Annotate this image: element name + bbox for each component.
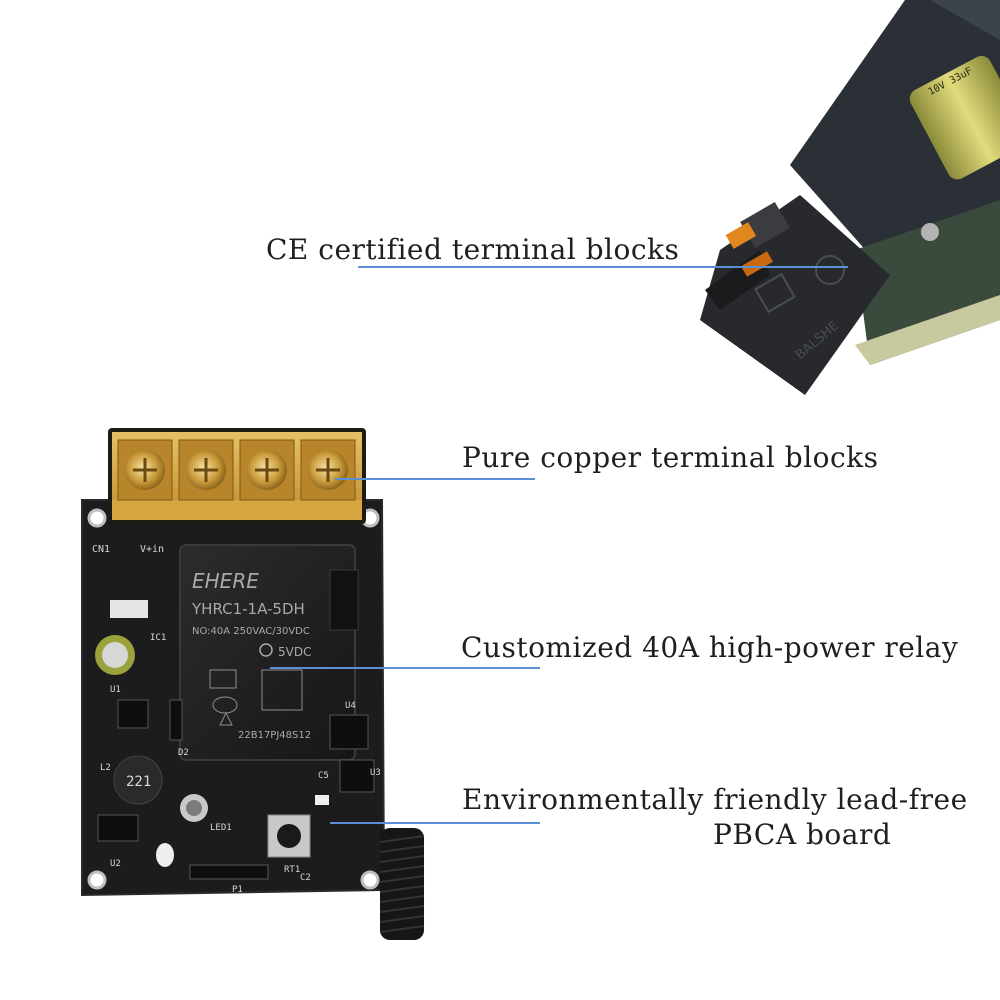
svg-text:CN1: CN1 bbox=[92, 544, 110, 555]
chip bbox=[329, 714, 369, 750]
svg-text:U4: U4 bbox=[345, 701, 356, 711]
inductor: 221 bbox=[113, 755, 163, 805]
svg-text:U3: U3 bbox=[370, 768, 381, 778]
leader-line bbox=[270, 667, 540, 669]
terminal-block bbox=[108, 428, 366, 524]
leader-line bbox=[330, 822, 540, 824]
svg-text:L2: L2 bbox=[100, 763, 111, 773]
svg-text:U2: U2 bbox=[110, 859, 121, 869]
svg-text:V+in: V+in bbox=[140, 544, 164, 555]
relay: EHERE YHRC1-1A-5DH NO:40A 250VAC/30VDC 5… bbox=[179, 544, 359, 761]
svg-text:P1: P1 bbox=[232, 885, 243, 895]
svg-text:221: 221 bbox=[126, 774, 151, 790]
svg-text:RT1: RT1 bbox=[284, 865, 300, 875]
potentiometer bbox=[110, 600, 148, 618]
leader-line bbox=[335, 478, 535, 480]
svg-text:C5: C5 bbox=[318, 771, 329, 781]
callout-relay: Customized 40A high-power relay bbox=[461, 631, 959, 664]
capacitor bbox=[95, 635, 135, 675]
led bbox=[156, 843, 174, 867]
svg-text:LED1: LED1 bbox=[210, 823, 232, 833]
callout-pbca-board: PBCA board bbox=[713, 818, 892, 851]
pcb-board: CN1 V+in EHERE YHRC1-1A-5DH NO:40A 250VA… bbox=[81, 428, 425, 940]
leader-line bbox=[358, 266, 848, 268]
tactile-switch bbox=[267, 814, 311, 858]
chip bbox=[339, 759, 375, 793]
relay-coil: 5VDC bbox=[278, 645, 311, 659]
relay-model: YHRC1-1A-5DH bbox=[191, 600, 305, 618]
relay-batch: 22B17PJ48S12 bbox=[238, 730, 311, 741]
svg-text:U1: U1 bbox=[110, 685, 121, 695]
callout-ce-certified: CE certified terminal blocks bbox=[266, 233, 680, 266]
relay-brand: EHERE bbox=[192, 569, 259, 593]
relay-rating: NO:40A 250VAC/30VDC bbox=[192, 626, 310, 637]
svg-text:C2: C2 bbox=[300, 873, 311, 883]
callout-pure-copper: Pure copper terminal blocks bbox=[462, 441, 879, 474]
antenna-coil bbox=[379, 828, 425, 940]
svg-text:IC1: IC1 bbox=[150, 633, 166, 643]
callout-lead-free: Environmentally friendly lead-free bbox=[462, 783, 968, 816]
svg-text:D2: D2 bbox=[178, 748, 189, 758]
closeup-image: 10V 33uF BALSHE bbox=[700, 0, 1000, 395]
